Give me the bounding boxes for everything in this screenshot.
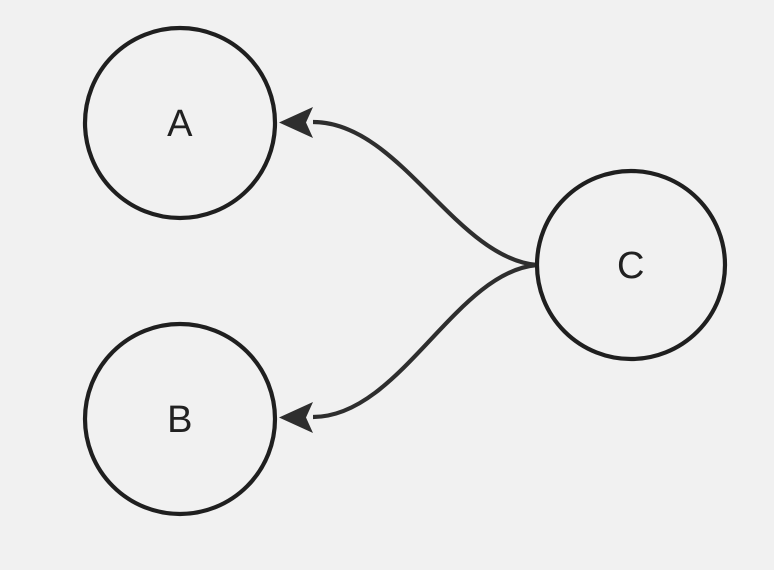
edge-c-to-b[interactable] — [279, 262, 538, 433]
node-b-circle[interactable] — [82, 321, 278, 517]
node-a-circle[interactable] — [82, 25, 278, 221]
node-c-label: C — [617, 245, 645, 287]
arrowhead-icon — [279, 402, 313, 433]
node-a-label: A — [167, 103, 193, 145]
node-layer: A B C — [82, 25, 728, 517]
edge-c-to-a-path — [312, 119, 538, 268]
edge-layer — [279, 107, 538, 433]
edge-c-to-a[interactable] — [279, 107, 538, 268]
node-b-label: B — [167, 399, 193, 441]
node-a[interactable]: A — [82, 25, 278, 221]
edge-c-to-b-path — [312, 262, 538, 420]
node-c-circle[interactable] — [534, 168, 728, 362]
arrowhead-icon — [279, 107, 313, 138]
node-c[interactable]: C — [534, 168, 728, 362]
node-b[interactable]: B — [82, 321, 278, 517]
